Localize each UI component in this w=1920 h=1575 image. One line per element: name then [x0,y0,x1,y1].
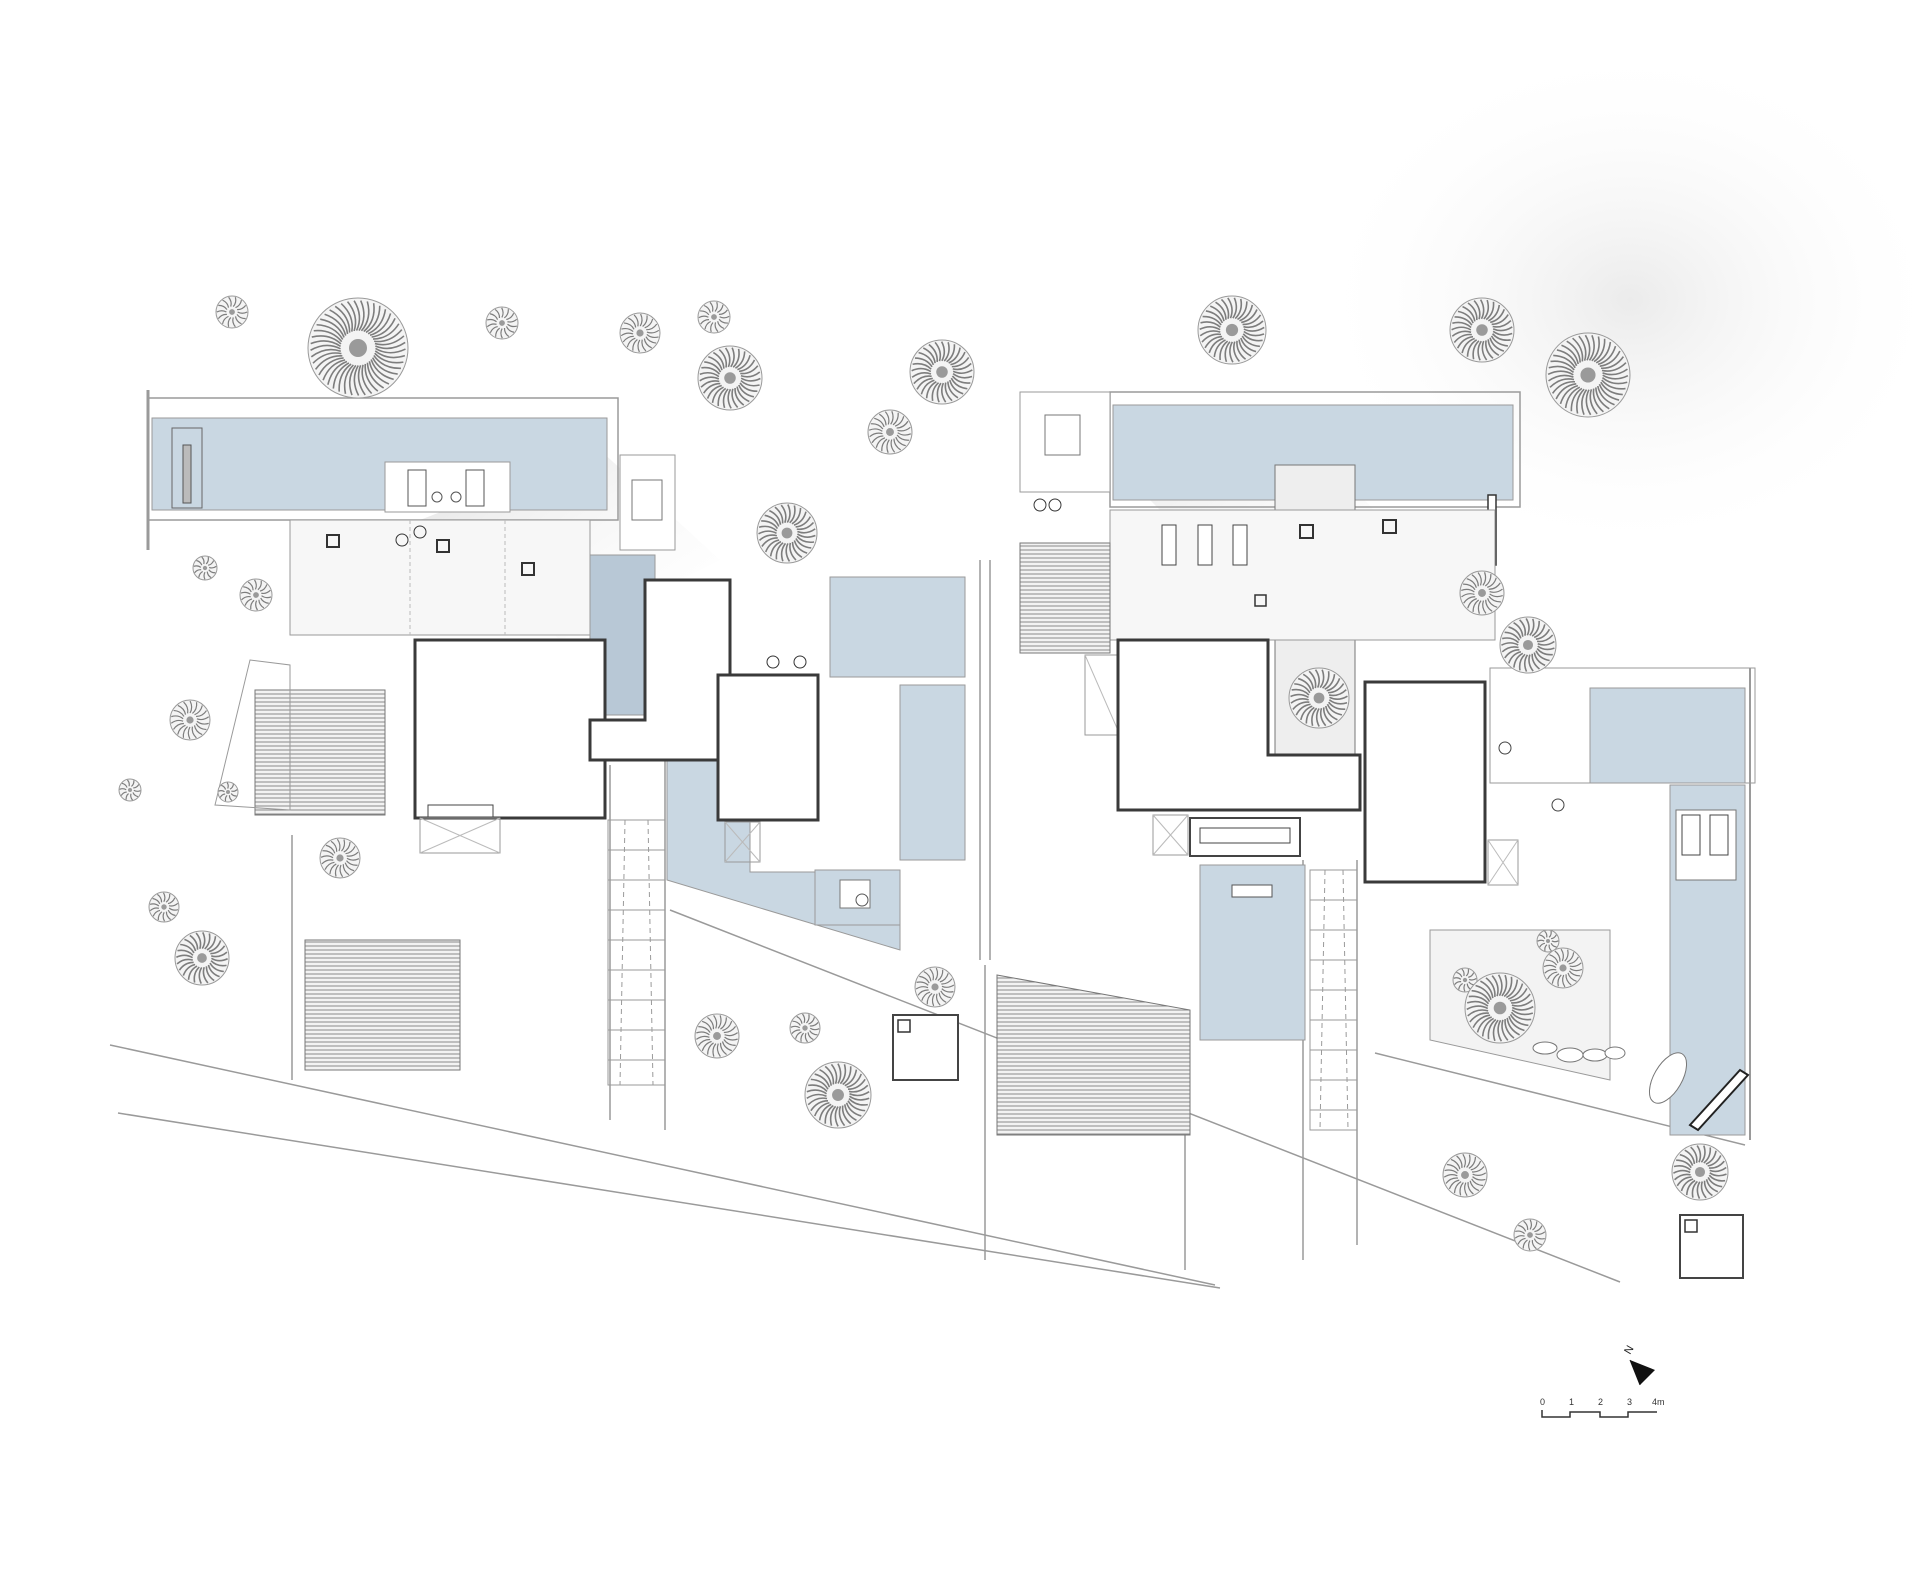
tree-icon [169,699,211,741]
tree-icon [1449,297,1515,363]
tree-icon [1545,332,1631,418]
left-house [146,390,966,1086]
scale-bar: 0 1 2 3 4m [1540,1397,1665,1418]
tree-icon [1536,929,1560,953]
tree-icon [1542,947,1584,989]
left-pergola-1 [254,689,386,816]
tree-icon [148,891,180,923]
right-roof-east [1363,680,1487,884]
right-pergola [996,974,1191,1136]
tree-icon [914,966,956,1008]
left-pool-deck [384,461,511,513]
left-utility-box [892,1014,959,1081]
tree-icon [217,781,239,803]
right-deck [1019,542,1111,654]
scale-tick-3: 3 [1627,1397,1632,1407]
left-roof-main [413,638,607,820]
left-pool [151,417,608,511]
tree-icon [485,306,519,340]
tree-icon [1464,972,1536,1044]
tree-icon [694,1013,740,1059]
tree-icon [239,578,273,612]
right-pond-east [1589,687,1746,784]
tree-icon [619,312,661,354]
tree-icon [1499,616,1557,674]
scale-tick-1: 1 [1569,1397,1574,1407]
scale-tick-2: 2 [1598,1397,1603,1407]
left-roof-small [716,673,820,822]
scale-tick-0: 0 [1540,1397,1545,1407]
tree-icon [1452,967,1478,993]
tree-icon [174,930,230,986]
tree-icon [1459,570,1505,616]
tree-icon [1288,667,1350,729]
right-utility-box [1679,1214,1744,1279]
scale-tick-4: 4m [1652,1397,1665,1407]
tree-icon [756,502,818,564]
tree-icon [1442,1152,1488,1198]
right-house [996,391,1756,1279]
north-arrow-icon: N [1622,1344,1655,1386]
tree-icon [118,778,142,802]
right-stairs [1309,869,1358,1131]
tree-icon [909,339,975,405]
tree-icon [697,300,731,334]
tree-icon [867,409,913,455]
tree-icon [1197,295,1267,365]
tree-icon [192,555,218,581]
tree-icon [307,297,409,399]
vegetation [118,295,1729,1252]
left-terrace [289,519,591,636]
tree-icon [1671,1143,1729,1201]
tree-icon [1513,1218,1547,1252]
left-ramp [214,659,291,811]
tree-icon [804,1061,872,1129]
tree-icon [697,345,763,411]
tree-icon [215,295,249,329]
left-pond-upper [829,576,966,678]
tree-icon [319,837,361,879]
north-label: N [1622,1344,1636,1357]
left-stairs [607,819,666,1086]
stepping-stones [1532,1041,1688,1104]
right-roof-main [1116,638,1362,812]
left-pergola-2 [304,939,461,1071]
kayak-icon [1688,1068,1750,1132]
tree-icon [789,1012,821,1044]
